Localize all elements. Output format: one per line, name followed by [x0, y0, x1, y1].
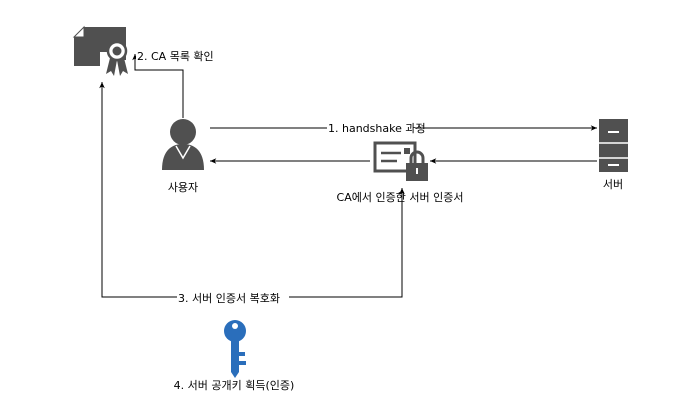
- edge-decrypt: 3. 서버 인증서 복호화: [99, 82, 405, 305]
- handshake-label: 1. handshake 과정: [328, 122, 426, 135]
- user-label: 사용자: [168, 181, 198, 194]
- ca-check-label: 2. CA 목록 확인: [137, 50, 214, 63]
- decrypt-label-bg: [177, 291, 289, 304]
- secure-certificate-icon: [373, 141, 428, 181]
- certificate-icon: [72, 25, 128, 76]
- edge-ca-check: 2. CA 목록 확인: [132, 49, 216, 118]
- ca-check-arrow: [132, 54, 184, 118]
- server-label: 서버: [603, 178, 623, 191]
- user-icon: [162, 119, 204, 170]
- key-label: 4. 서버 공개키 획득(인증): [174, 379, 295, 392]
- certificate-label: CA에서 인증한 서버 인증서: [337, 191, 464, 204]
- ca-check-label-bg: [136, 49, 216, 63]
- server-icon: [599, 119, 628, 172]
- decrypt-label: 3. 서버 인증서 복호화: [178, 292, 280, 305]
- key-icon: [224, 320, 246, 378]
- edge-handshake: 1. handshake 과정: [210, 121, 597, 135]
- decrypt-arrow: [99, 82, 405, 298]
